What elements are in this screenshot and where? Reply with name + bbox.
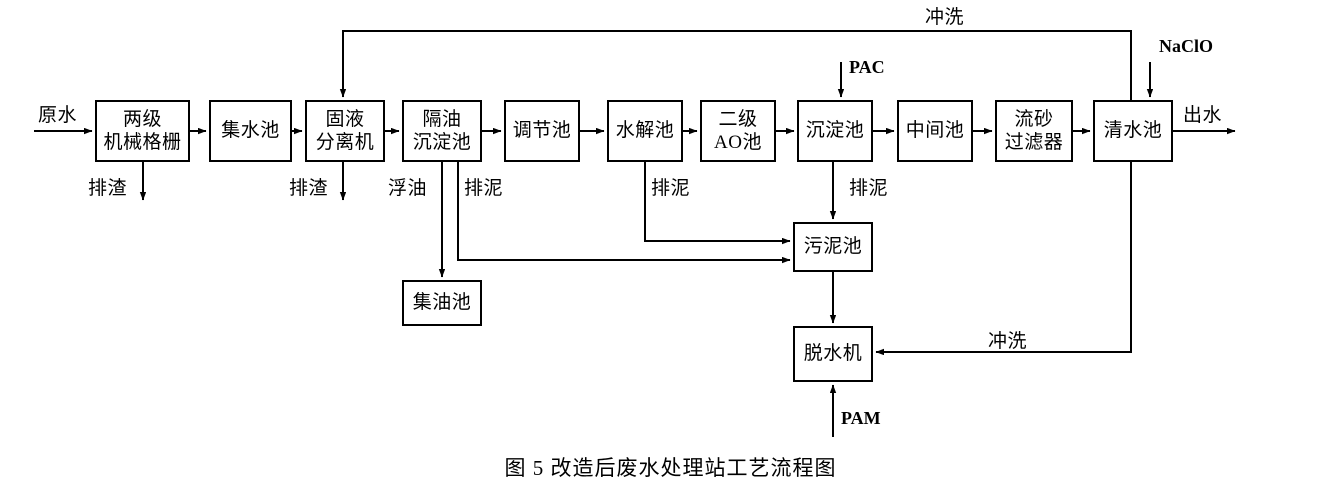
label-sludge-oilsep: 排泥 bbox=[464, 178, 504, 199]
node-label-line: 调节池 bbox=[512, 120, 572, 142]
label-residue-grille: 排渣 bbox=[88, 178, 128, 199]
node-solid-liquid-separator[interactable]: 固液 分离机 bbox=[305, 100, 385, 162]
node-regulation-tank[interactable]: 调节池 bbox=[504, 100, 580, 162]
node-label-line: 两级 bbox=[122, 108, 162, 130]
node-water-collection-tank[interactable]: 集水池 bbox=[209, 100, 292, 162]
node-label-line: 机械格栅 bbox=[103, 132, 182, 153]
node-label-line: 隔油 bbox=[422, 108, 462, 130]
node-two-stage-mechanical-grille[interactable]: 两级 机械格栅 bbox=[95, 100, 190, 162]
node-sand-filter[interactable]: 流砂 过滤器 bbox=[995, 100, 1073, 162]
node-label-line: 过滤器 bbox=[1004, 132, 1064, 153]
stream-flush-bottom bbox=[875, 162, 1132, 356]
node-oil-separation-sedimentation-tank[interactable]: 隔油 沉淀池 bbox=[402, 100, 482, 162]
node-hydrolysis-tank[interactable]: 水解池 bbox=[607, 100, 683, 162]
node-label-line: 污泥池 bbox=[803, 236, 863, 258]
node-sludge-tank[interactable]: 污泥池 bbox=[793, 222, 873, 272]
label-sludge-sediment: 排泥 bbox=[849, 178, 889, 199]
node-sedimentation-tank[interactable]: 沉淀池 bbox=[797, 100, 873, 162]
stream-flush-top bbox=[339, 30, 1132, 100]
node-label-line: 集油池 bbox=[412, 292, 472, 314]
label-naclo-dose: NaClO bbox=[1159, 36, 1213, 56]
label-float-oil: 浮油 bbox=[388, 178, 428, 199]
node-two-stage-ao-tank[interactable]: 二级 AO池 bbox=[700, 100, 776, 162]
node-label-line: AO池 bbox=[714, 132, 762, 153]
label-raw-water-inlet: 原水 bbox=[38, 105, 78, 126]
stream-oilsep-sludge bbox=[457, 162, 791, 264]
node-label-line: 中间池 bbox=[905, 120, 965, 142]
node-label-line: 流砂 bbox=[1014, 108, 1054, 130]
node-label-line: 清水池 bbox=[1103, 120, 1163, 142]
node-intermediate-tank[interactable]: 中间池 bbox=[897, 100, 973, 162]
label-pac-dose: PAC bbox=[849, 57, 885, 77]
figure-caption: 图 5 改造后废水处理站工艺流程图 bbox=[504, 456, 837, 480]
node-label-line: 分离机 bbox=[315, 132, 375, 153]
label-flush-bottom: 冲洗 bbox=[988, 331, 1028, 352]
label-sludge-hydrolysis: 排泥 bbox=[651, 178, 691, 199]
node-label-line: 沉淀池 bbox=[805, 120, 865, 142]
label-flush-top: 冲洗 bbox=[925, 7, 965, 28]
node-label-line: 固液 bbox=[325, 108, 365, 130]
node-label-line: 沉淀池 bbox=[412, 132, 472, 153]
node-oil-collection-tank[interactable]: 集油池 bbox=[402, 280, 482, 326]
node-clear-water-tank[interactable]: 清水池 bbox=[1093, 100, 1173, 162]
label-pam-dose: PAM bbox=[841, 408, 881, 428]
node-label-line: 水解池 bbox=[615, 120, 675, 142]
label-residue-separator: 排渣 bbox=[289, 178, 329, 199]
label-effluent-outlet: 出水 bbox=[1183, 105, 1223, 126]
node-label-line: 二级 bbox=[718, 108, 758, 130]
node-dewatering-machine[interactable]: 脱水机 bbox=[793, 326, 873, 382]
node-label-line: 集水池 bbox=[221, 120, 280, 142]
node-label-line: 脱水机 bbox=[803, 343, 863, 365]
stream-hydrolysis-sludge bbox=[644, 162, 791, 245]
